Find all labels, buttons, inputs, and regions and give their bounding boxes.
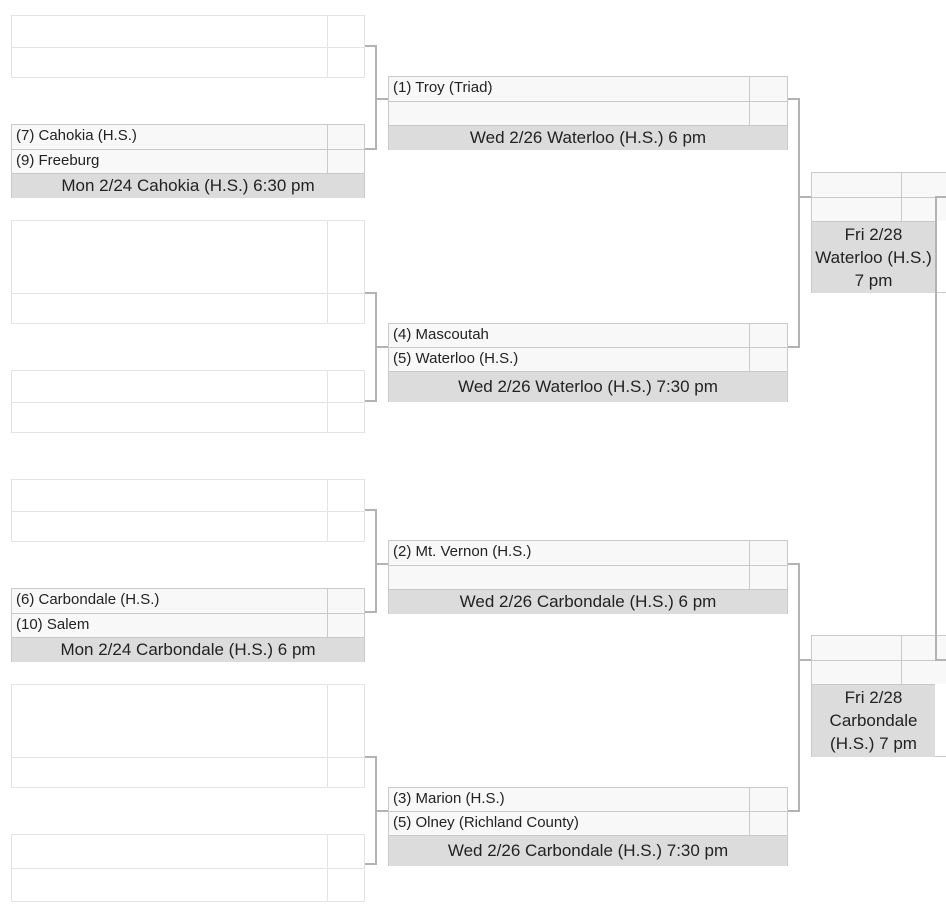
bracket-connector [365, 148, 377, 150]
bracket-connector [788, 346, 800, 348]
score-cell [327, 125, 364, 149]
team-name: (4) Mascoutah [393, 326, 489, 343]
score-cell [749, 541, 787, 565]
game-info: Fri 2/28 Carbondale (H.S.) 7 pm [812, 684, 935, 757]
team-name [389, 102, 393, 125]
score-cell [327, 614, 364, 637]
team-name: (3) Marion (H.S.) [393, 790, 505, 807]
bracket-connector [788, 810, 800, 812]
team-name: (5) Olney (Richland County) [393, 814, 579, 831]
team-row: (6) Carbondale (H.S.) [12, 589, 364, 613]
team-row: (4) Mascoutah [389, 324, 787, 347]
team-row: (10) Salem [12, 613, 364, 637]
bracket-connector [798, 659, 811, 661]
empty-game-slot [11, 834, 365, 902]
score-cell [327, 589, 364, 613]
score-cell [749, 77, 787, 101]
game-info: Wed 2/26 Carbondale (H.S.) 7:30 pm [389, 835, 787, 866]
game-quarterfinal-2: (4) Mascoutah (5) Waterloo (H.S.) Wed 2/… [388, 323, 788, 402]
game-info: Mon 2/24 Carbondale (H.S.) 6 pm [12, 637, 364, 662]
empty-game-slot [11, 370, 365, 433]
bracket-connector [365, 45, 377, 47]
team-name [812, 636, 816, 660]
game-round1-carbondale: (6) Carbondale (H.S.) (10) Salem Mon 2/2… [11, 588, 365, 662]
score-cell [901, 636, 946, 660]
bracket-connector [798, 563, 800, 812]
team-row [389, 101, 787, 125]
bracket-connector [375, 98, 388, 100]
game-info: Wed 2/26 Carbondale (H.S.) 6 pm [389, 589, 787, 614]
bracket-connector [375, 346, 388, 348]
game-quarterfinal-4: (3) Marion (H.S.) (5) Olney (Richland Co… [388, 787, 788, 866]
bracket-connector [798, 98, 800, 348]
team-name: (10) Salem [16, 616, 90, 633]
bracket-connector [935, 659, 946, 661]
bracket-connector [365, 292, 377, 294]
game-semifinal-2: Fri 2/28 Carbondale (H.S.) 7 pm [811, 635, 946, 757]
game-info: Wed 2/26 Waterloo (H.S.) 7:30 pm [389, 371, 787, 402]
team-row: (1) Troy (Triad) [389, 77, 787, 101]
team-row [812, 636, 946, 660]
team-name: (1) Troy (Triad) [393, 79, 493, 96]
team-name [812, 198, 816, 221]
team-name [389, 566, 393, 589]
team-row: (9) Freeburg [12, 149, 364, 173]
team-row [812, 197, 946, 221]
bracket-connector [788, 563, 800, 565]
team-row [812, 660, 946, 684]
bracket-connector [375, 509, 377, 613]
score-cell [901, 173, 946, 197]
score-cell [749, 812, 787, 835]
team-name: (9) Freeburg [16, 152, 100, 169]
bracket-connector [365, 863, 377, 865]
empty-game-slot [11, 220, 365, 324]
team-row: (2) Mt. Vernon (H.S.) [389, 541, 787, 565]
bracket-connector [365, 756, 377, 758]
score-cell [749, 102, 787, 125]
score-cell [327, 150, 364, 173]
game-info: Fri 2/28 Waterloo (H.S.) 7 pm [812, 221, 935, 293]
game-quarterfinal-3: (2) Mt. Vernon (H.S.) Wed 2/26 Carbondal… [388, 540, 788, 614]
bracket-connector [375, 810, 388, 812]
empty-game-slot [11, 15, 365, 78]
score-cell [901, 198, 946, 221]
bracket-connector [798, 196, 811, 198]
game-round1-cahokia: (7) Cahokia (H.S.) (9) Freeburg Mon 2/24… [11, 124, 365, 198]
bracket-connector [365, 509, 377, 511]
bracket-connector [365, 400, 377, 402]
bracket-connector [935, 196, 946, 198]
bracket-connector [375, 563, 388, 565]
team-row: (5) Waterloo (H.S.) [389, 347, 787, 371]
team-row: (3) Marion (H.S.) [389, 788, 787, 811]
empty-game-slot [11, 684, 365, 788]
team-name [812, 661, 816, 684]
team-row: (7) Cahokia (H.S.) [12, 125, 364, 149]
bracket-connector [788, 98, 800, 100]
team-row: (5) Olney (Richland County) [389, 811, 787, 835]
team-name: (6) Carbondale (H.S.) [16, 591, 160, 608]
empty-game-slot [11, 479, 365, 542]
game-semifinal-1: Fri 2/28 Waterloo (H.S.) 7 pm [811, 172, 946, 293]
team-name: (5) Waterloo (H.S.) [393, 350, 519, 367]
bracket-connector [935, 196, 937, 661]
team-name [812, 173, 816, 197]
game-quarterfinal-1: (1) Troy (Triad) Wed 2/26 Waterloo (H.S.… [388, 76, 788, 150]
bracket-connector [375, 45, 377, 150]
score-cell [901, 661, 946, 684]
score-cell [749, 788, 787, 811]
team-row [812, 173, 946, 197]
bracket-connector [365, 611, 377, 613]
team-row [389, 565, 787, 589]
score-cell [749, 566, 787, 589]
score-cell [749, 324, 787, 347]
game-info: Mon 2/24 Cahokia (H.S.) 6:30 pm [12, 173, 364, 198]
team-name: (2) Mt. Vernon (H.S.) [393, 543, 532, 560]
game-info: Wed 2/26 Waterloo (H.S.) 6 pm [389, 125, 787, 150]
team-name: (7) Cahokia (H.S.) [16, 127, 137, 144]
score-cell [749, 348, 787, 371]
